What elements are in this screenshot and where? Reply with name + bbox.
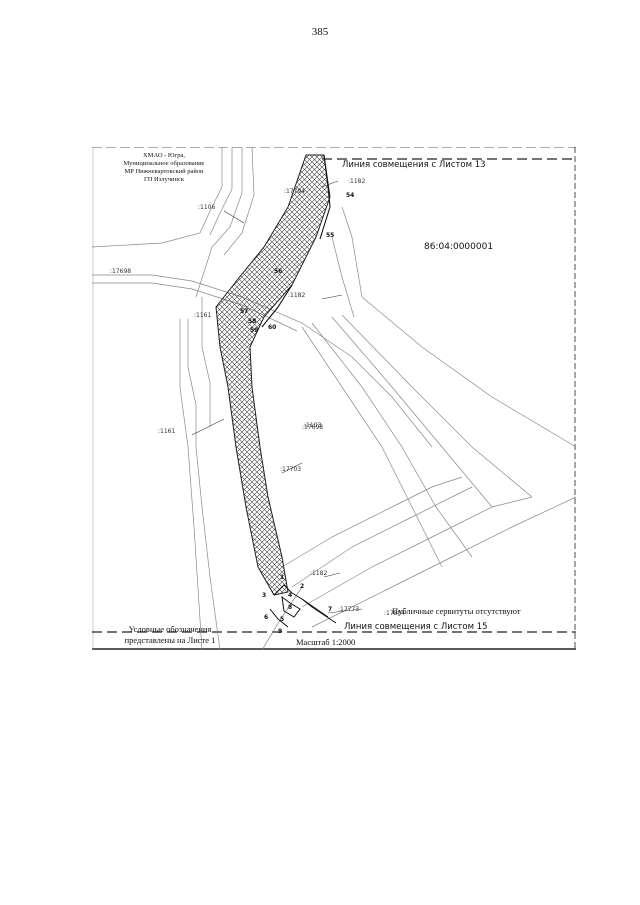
admin-line-1: ХМАО - Югра, (142, 152, 186, 159)
point-label: 58 (248, 318, 257, 325)
point-label: 59 (250, 327, 259, 334)
parcel-label: :1182 (288, 292, 306, 299)
scale-label: Масштаб 1:2000 (296, 637, 356, 647)
point-label: 5 (280, 616, 285, 623)
parcel-label: :1103 (304, 422, 322, 429)
point-label: 9 (278, 628, 283, 635)
legend-note-line-1: Условные обозначения (128, 624, 212, 634)
admin-line-4: ГП Излучинск (143, 176, 185, 183)
parcel-label: :1161 (158, 428, 176, 435)
parcel-label: :17794 (284, 188, 306, 195)
parcel-label: :1106 (198, 204, 216, 211)
parcel-label: :17703 (280, 466, 302, 473)
hatched-corridor (215, 154, 331, 596)
point-label: 8 (288, 604, 293, 611)
point-label: 4 (288, 592, 293, 599)
point-label: 54 (346, 192, 355, 199)
servitude-note: Публичные сервитуты отсутствуют (392, 606, 521, 616)
point-label: 56 (274, 268, 283, 275)
parcel-outline-a (92, 147, 223, 248)
match-line-top-label: Линия совмещения с Листом 13 (342, 160, 486, 170)
point-label: 2 (300, 583, 305, 590)
point-label: 6 (264, 614, 269, 621)
parcel-label: :17698 (110, 268, 132, 275)
corridor-edge-right (319, 154, 331, 240)
admin-block: ХМАО - Югра, Муниципальное образование М… (98, 152, 230, 184)
admin-line-3: МР Нижневартовский район (124, 168, 204, 175)
parcel-label: :17698 (302, 424, 324, 431)
parcel-label: :1182 (310, 570, 328, 577)
point-label: 55 (326, 232, 335, 239)
admin-line-2: Муниципальное образование (123, 160, 205, 167)
cadastral-map: ХМАО - Югра, Муниципальное образование М… (92, 147, 576, 650)
point-label: 60 (268, 324, 277, 331)
point-label: 1 (280, 574, 285, 581)
cadastral-quarter-label: 86:04:0000001 (424, 242, 494, 252)
parcel-label: :17773 (338, 606, 360, 613)
legend-note: Условные обозначения представлены на Лис… (110, 624, 230, 646)
parcel-label: :1161 (194, 312, 212, 319)
legend-note-line-2: представлены на Листе 1 (124, 635, 216, 645)
point-label: 3 (262, 592, 267, 599)
parcel-label: :17804 (384, 610, 406, 617)
point-label: 7 (328, 606, 333, 613)
match-line-bottom-label: Линия совмещения с Листом 15 (344, 622, 488, 632)
parcel-label: :1182 (348, 178, 366, 185)
page-number: 385 (311, 26, 329, 38)
map-drawing (92, 147, 576, 650)
point-label: 57 (240, 308, 249, 315)
